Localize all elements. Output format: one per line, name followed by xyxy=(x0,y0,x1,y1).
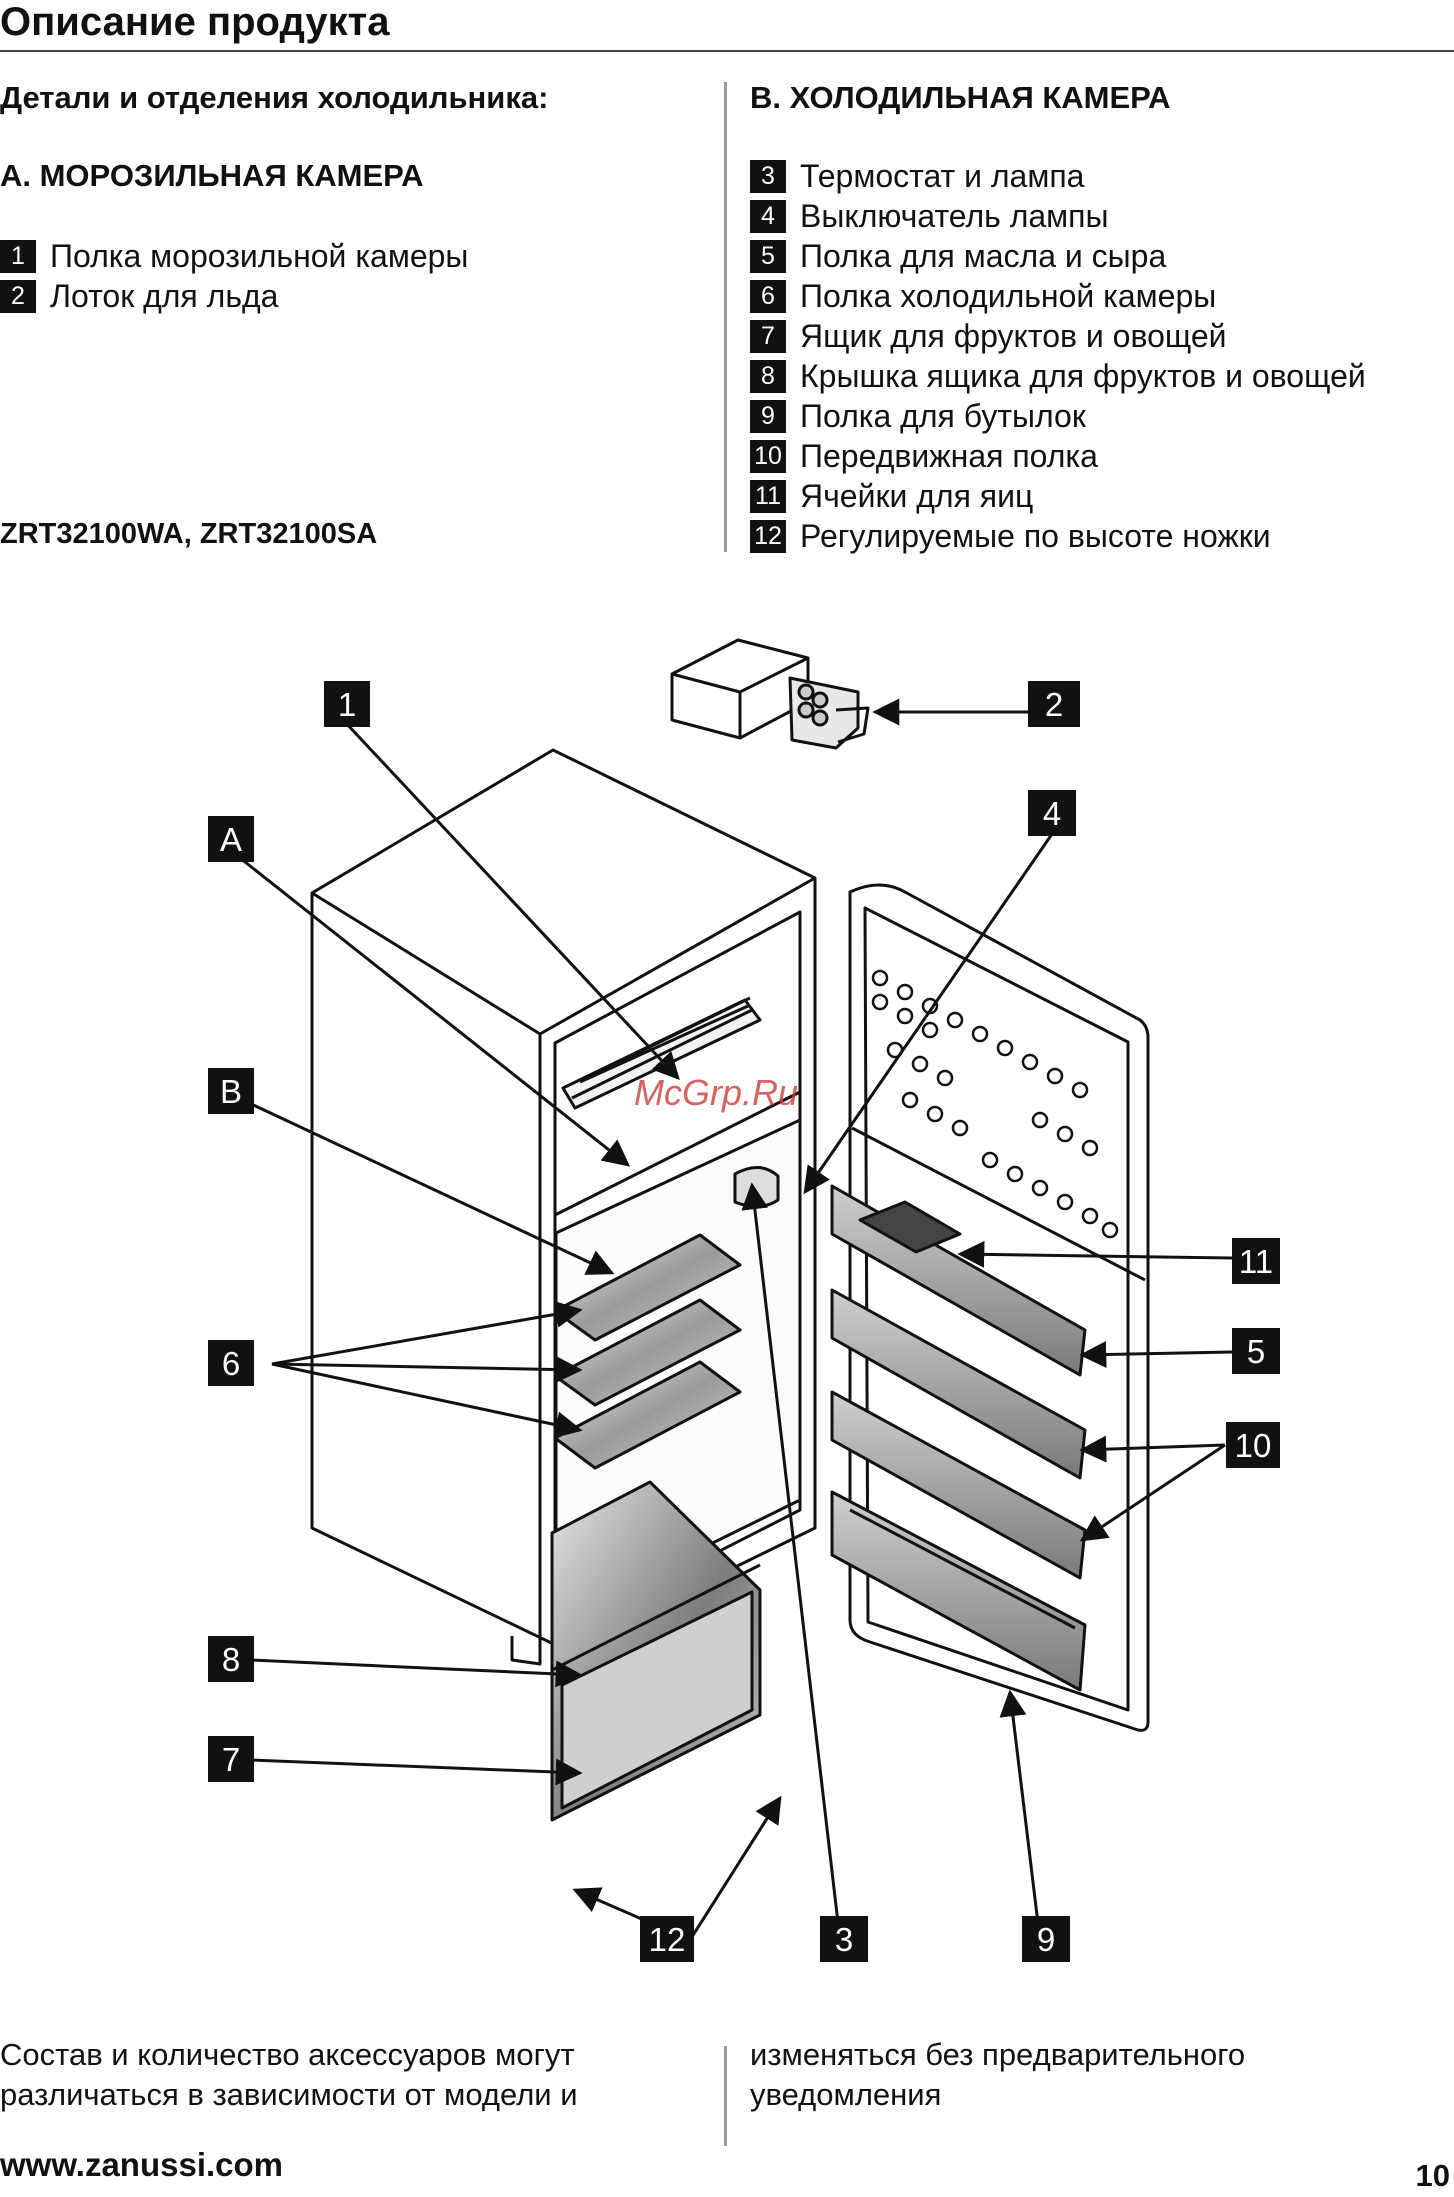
callout-a: A xyxy=(208,816,254,862)
page-title: Описание продукта xyxy=(0,0,390,44)
legend-label: Полка для масла и сыра xyxy=(800,237,1167,274)
callout-12: 12 xyxy=(640,1916,694,1962)
number-badge: 5 xyxy=(750,239,786,273)
svg-text:3: 3 xyxy=(835,1921,853,1958)
svg-text:A: A xyxy=(220,821,242,858)
callout-5: 5 xyxy=(1232,1328,1280,1374)
column-divider-bottom xyxy=(724,2046,727,2146)
section-a-heading: A. МОРОЗИЛЬНАЯ КАМЕРА xyxy=(0,158,424,193)
legend-label: Полка холодильной камеры xyxy=(800,277,1217,314)
legend-item: 8 Крышка ящика для фруктов и овощей xyxy=(750,356,1366,396)
website-url[interactable]: www.zanussi.com xyxy=(0,2146,284,2183)
callout-b: B xyxy=(208,1068,254,1114)
callout-10: 10 xyxy=(1226,1422,1280,1468)
legend-item: 3 Термостат и лампа xyxy=(750,156,1366,196)
callout-4: 4 xyxy=(1028,790,1076,836)
callout-6: 6 xyxy=(208,1340,254,1386)
footnote-line: Состав и количество аксессуаров могут xyxy=(0,2037,575,2072)
legend-label: Термостат и лампа xyxy=(800,157,1085,194)
page-number: 10 xyxy=(1415,2158,1450,2193)
callout-1: 1 xyxy=(324,681,370,727)
watermark: McGrp.Ru xyxy=(634,1072,798,1113)
svg-text:8: 8 xyxy=(222,1641,240,1678)
legend-label: Полка для бутылок xyxy=(800,397,1086,434)
legend-label: Передвижная полка xyxy=(800,437,1098,474)
legend-item: 12 Регулируемые по высоте ножки xyxy=(750,516,1366,556)
number-badge: 7 xyxy=(750,319,786,353)
number-badge: 8 xyxy=(750,359,786,393)
legend-item: 11 Ячейки для яиц xyxy=(750,476,1366,516)
footnote-left: Состав и количество аксессуаров могут ра… xyxy=(0,2035,578,2115)
footnote-right: изменяться без предварительного уведомле… xyxy=(750,2035,1245,2115)
number-badge: 12 xyxy=(750,519,786,553)
number-badge: 9 xyxy=(750,399,786,433)
legend-item: 2 Лоток для льда xyxy=(0,276,468,316)
svg-text:12: 12 xyxy=(649,1921,686,1958)
footnote-line: различаться в зависимости от модели и xyxy=(0,2077,578,2112)
callout-7: 7 xyxy=(208,1736,254,1782)
number-badge: 6 xyxy=(750,279,786,313)
svg-text:B: B xyxy=(220,1073,242,1110)
callout-11: 11 xyxy=(1232,1238,1280,1284)
number-badge: 10 xyxy=(750,439,786,473)
footnote-line: изменяться без предварительного xyxy=(750,2037,1246,2072)
model-numbers: ZRT32100WA, ZRT32100SA xyxy=(0,518,378,550)
callout-2: 2 xyxy=(1028,681,1080,727)
refrigerator-diagram: 1 2 A 4 B 11 6 5 10 8 7 12 3 9 McGrp.Ru xyxy=(208,638,1280,1962)
parts-heading: Детали и отделения холодильника: xyxy=(0,80,549,115)
column-divider-top xyxy=(724,82,727,552)
title-rule xyxy=(0,50,1454,52)
freezer-legend: 1 Полка морозильной камеры 2 Лоток для льд… xyxy=(0,236,468,316)
svg-text:9: 9 xyxy=(1037,1921,1055,1958)
callouts: 1 2 A 4 B 11 6 5 10 8 7 12 3 9 xyxy=(208,681,1280,1962)
legend-item: 4 Выключатель лампы xyxy=(750,196,1366,236)
callout-8: 8 xyxy=(208,1636,254,1682)
svg-text:1: 1 xyxy=(338,686,356,723)
legend-label: Регулируемые по высоте ножки xyxy=(800,517,1271,554)
legend-label: Крышка ящика для фруктов и овощей xyxy=(800,357,1366,394)
legend-label: Ящик для фруктов и овощей xyxy=(800,317,1227,354)
legend-label: Ячейки для яиц xyxy=(800,477,1034,514)
callout-3: 3 xyxy=(820,1916,868,1962)
svg-text:5: 5 xyxy=(1247,1333,1265,1370)
callout-9: 9 xyxy=(1022,1916,1070,1962)
number-badge: 2 xyxy=(0,279,36,313)
svg-text:2: 2 xyxy=(1045,686,1063,723)
legend-item: 5 Полка для масла и сыра xyxy=(750,236,1366,276)
legend-item: 1 Полка морозильной камеры xyxy=(0,236,468,276)
footnote-line: уведомления xyxy=(750,2077,942,2112)
section-b-heading: B. ХОЛОДИЛЬНАЯ КАМЕРА xyxy=(750,80,1171,115)
svg-text:10: 10 xyxy=(1235,1427,1272,1464)
number-badge: 4 xyxy=(750,199,786,233)
legend-item: 10 Передвижная полка xyxy=(750,436,1366,476)
cabinet-drawing xyxy=(310,638,1150,1822)
legend-item: 7 Ящик для фруктов и овощей xyxy=(750,316,1366,356)
number-badge: 1 xyxy=(0,239,36,273)
legend-label: Выключатель лампы xyxy=(800,197,1109,234)
svg-text:6: 6 xyxy=(222,1345,240,1382)
number-badge: 3 xyxy=(750,159,786,193)
legend-item: 6 Полка холодильной камеры xyxy=(750,276,1366,316)
svg-text:7: 7 xyxy=(222,1741,240,1778)
legend-item: 9 Полка для бутылок xyxy=(750,396,1366,436)
svg-text:11: 11 xyxy=(1239,1243,1273,1280)
leader-lines xyxy=(231,698,1233,1942)
legend-label: Лоток для льда xyxy=(50,277,279,314)
legend-label: Полка морозильной камеры xyxy=(50,237,469,274)
svg-text:4: 4 xyxy=(1043,795,1061,832)
number-badge: 11 xyxy=(750,479,786,513)
